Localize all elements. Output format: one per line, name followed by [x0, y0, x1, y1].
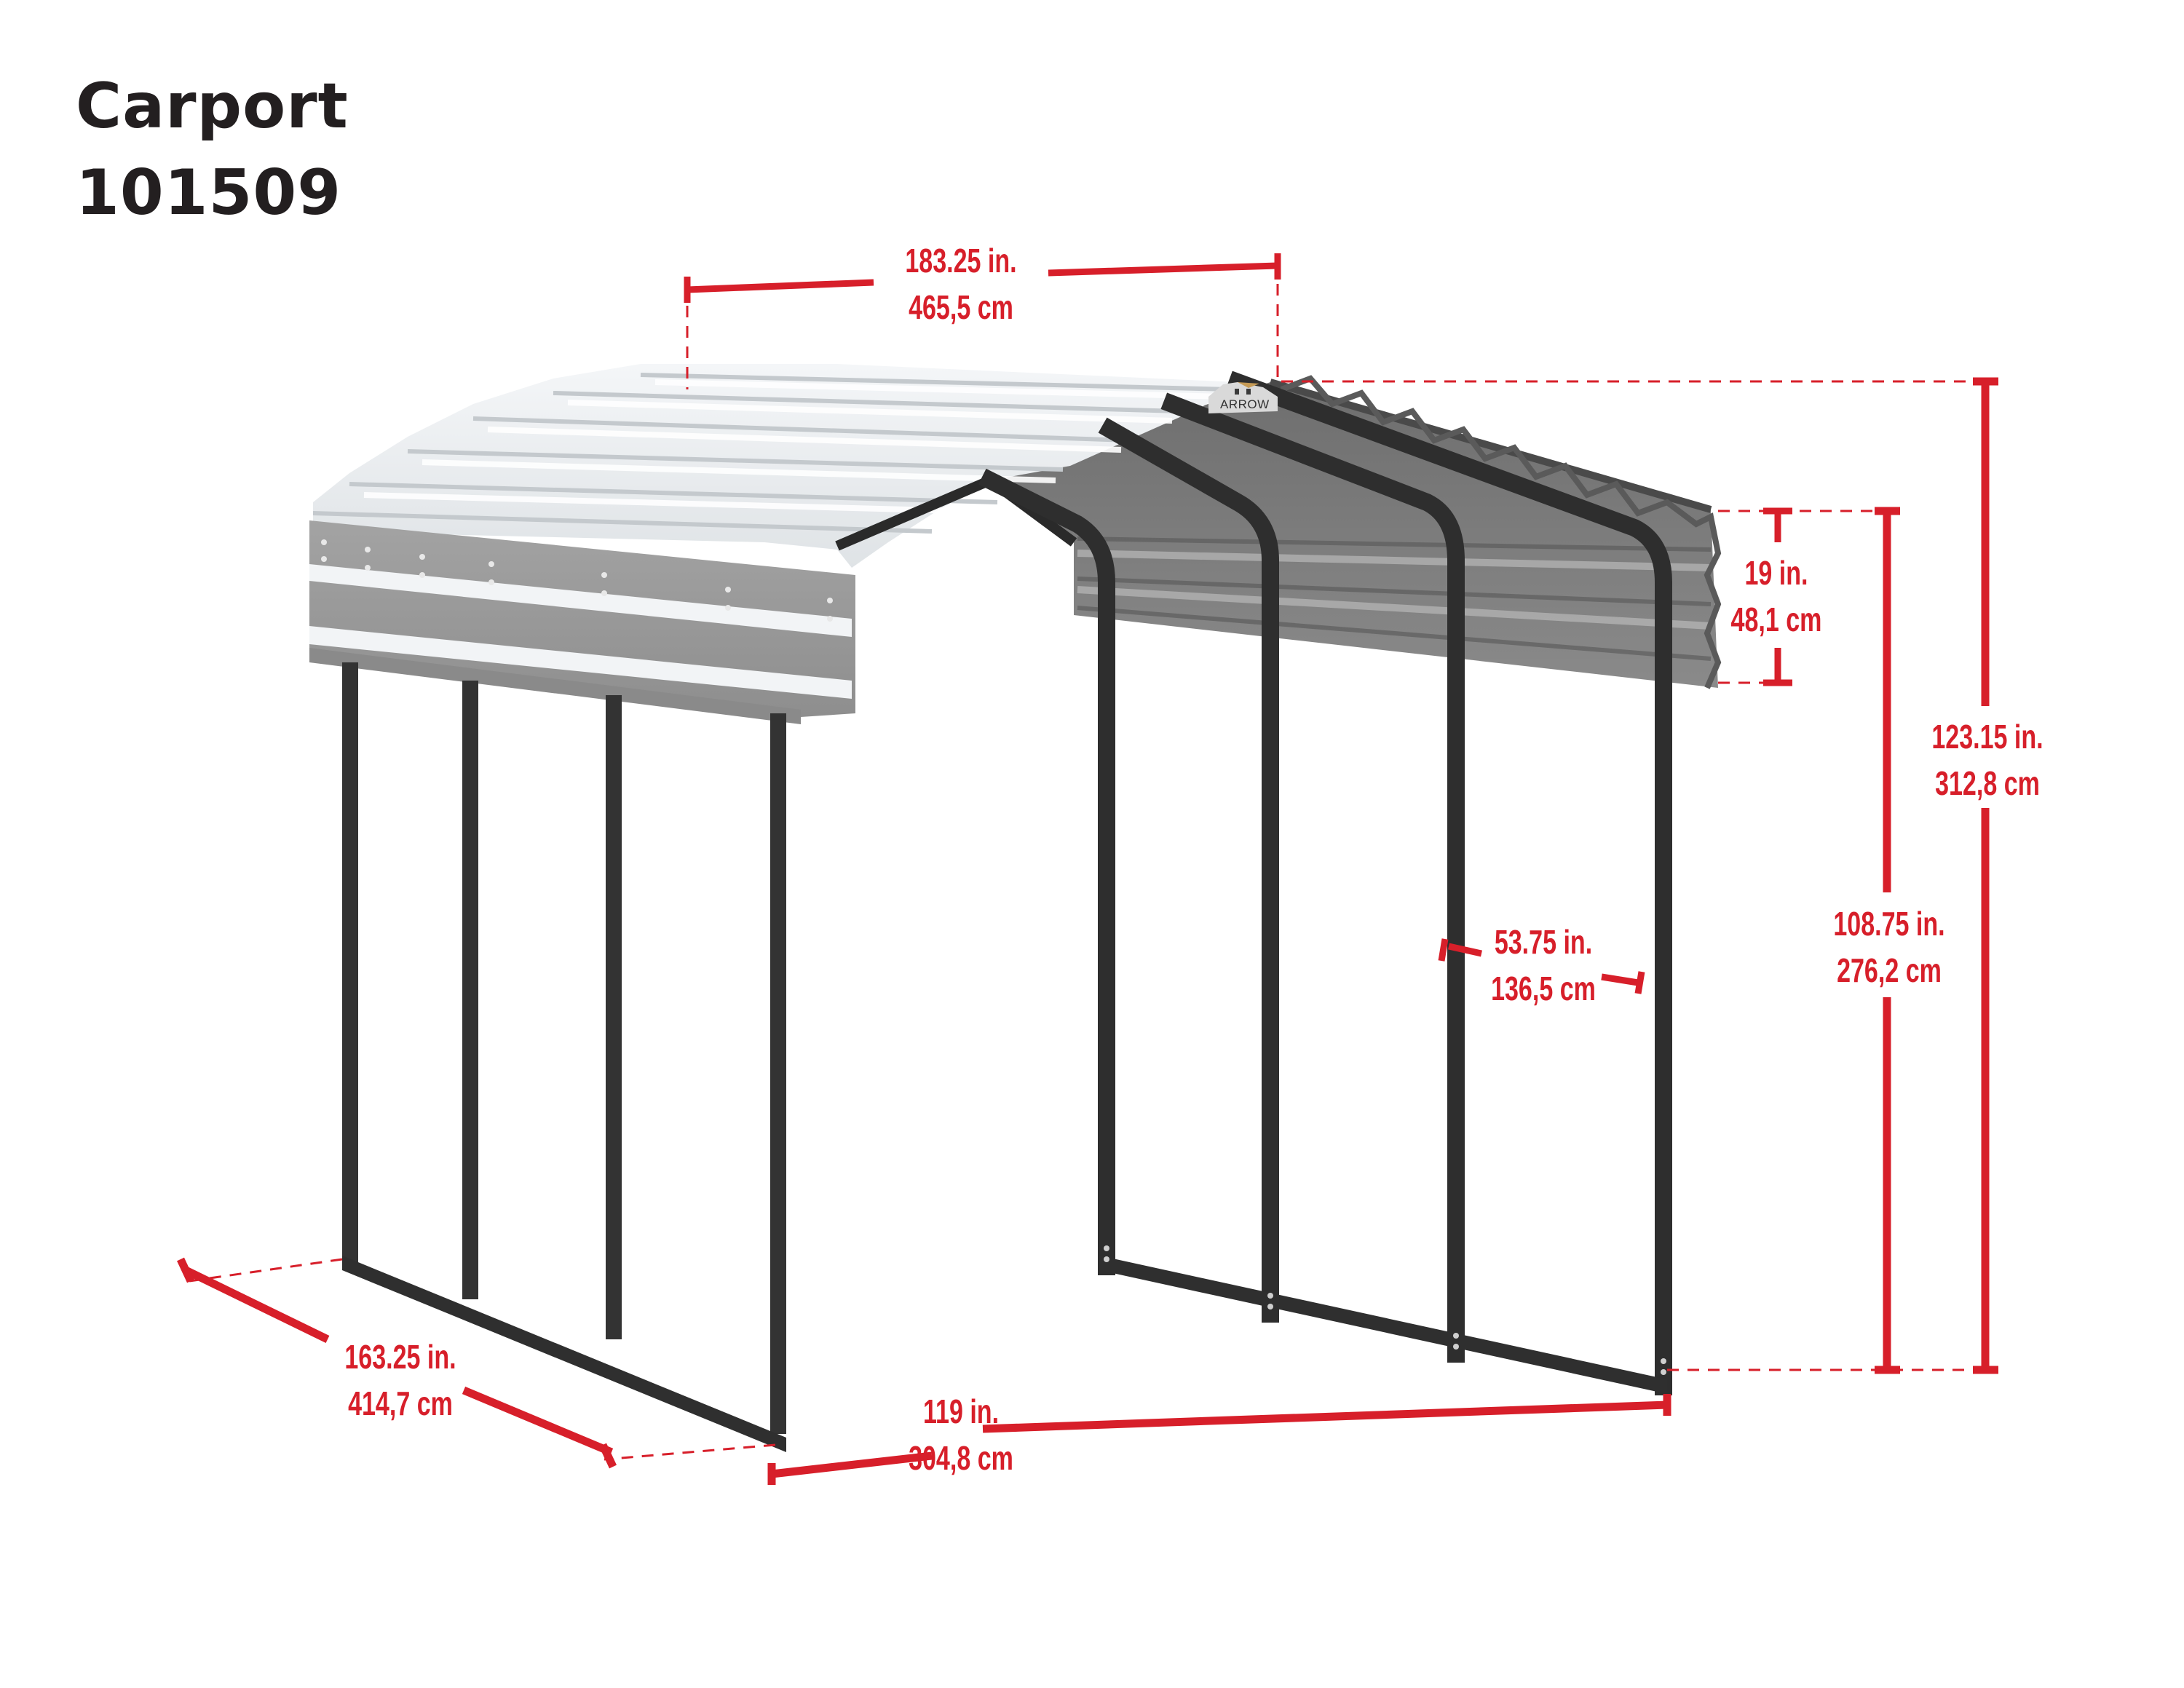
- dimension-base-width: 119 in. 304,8 cm: [907, 1388, 1015, 1481]
- roof-length-cm: 465,5 cm: [909, 288, 1013, 326]
- arrow-logo-badge: [1208, 382, 1278, 413]
- left-wall-posts: [342, 662, 786, 1434]
- roof-trusses: [978, 371, 1672, 1395]
- dimension-post-spacing: 53.75 in. 136,5 cm: [1489, 919, 1597, 1012]
- dimension-lines: [177, 253, 1998, 1485]
- product-type-title: Carport: [76, 70, 349, 143]
- right-base-rail: [1099, 1256, 1667, 1394]
- peak-height-inches: 123.15 in.: [1931, 718, 2043, 756]
- dimension-peak-height: 123.15 in. 312,8 cm: [1923, 713, 2052, 807]
- base-width-inches: 119 in.: [922, 1392, 1000, 1430]
- left-base-rail: [342, 1256, 786, 1452]
- post-spacing-cm: 136,5 cm: [1491, 970, 1596, 1007]
- base-length-inches: 163.25 in.: [344, 1338, 456, 1376]
- eave-height-inches: 108.75 in.: [1833, 905, 1945, 943]
- roof-left-panel: [309, 364, 1238, 724]
- dimension-eave-height: 108.75 in. 276,2 cm: [1824, 900, 1954, 994]
- overhang-drop-cm: 48,1 cm: [1730, 601, 1822, 638]
- overhang-drop-inches: 19 in.: [1744, 554, 1808, 592]
- base-width-cm: 304,8 cm: [909, 1439, 1013, 1477]
- peak-height-cm: 312,8 cm: [1935, 764, 2040, 802]
- dimension-base-length: 163.25 in. 414,7 cm: [331, 1334, 470, 1427]
- base-length-cm: 414,7 cm: [348, 1384, 453, 1422]
- arrow-logo-text: ARROW: [1220, 397, 1270, 411]
- model-number-title: 101509: [76, 156, 342, 229]
- eave-height-cm: 276,2 cm: [1837, 951, 1942, 989]
- dimension-roof-length: 183.25 in. 465,5 cm: [880, 237, 1042, 330]
- roof-length-inches: 183.25 in.: [905, 242, 1017, 280]
- dimension-roof-overhang-drop: 19 in. 48,1 cm: [1722, 550, 1830, 643]
- post-spacing-inches: 53.75 in.: [1494, 923, 1593, 961]
